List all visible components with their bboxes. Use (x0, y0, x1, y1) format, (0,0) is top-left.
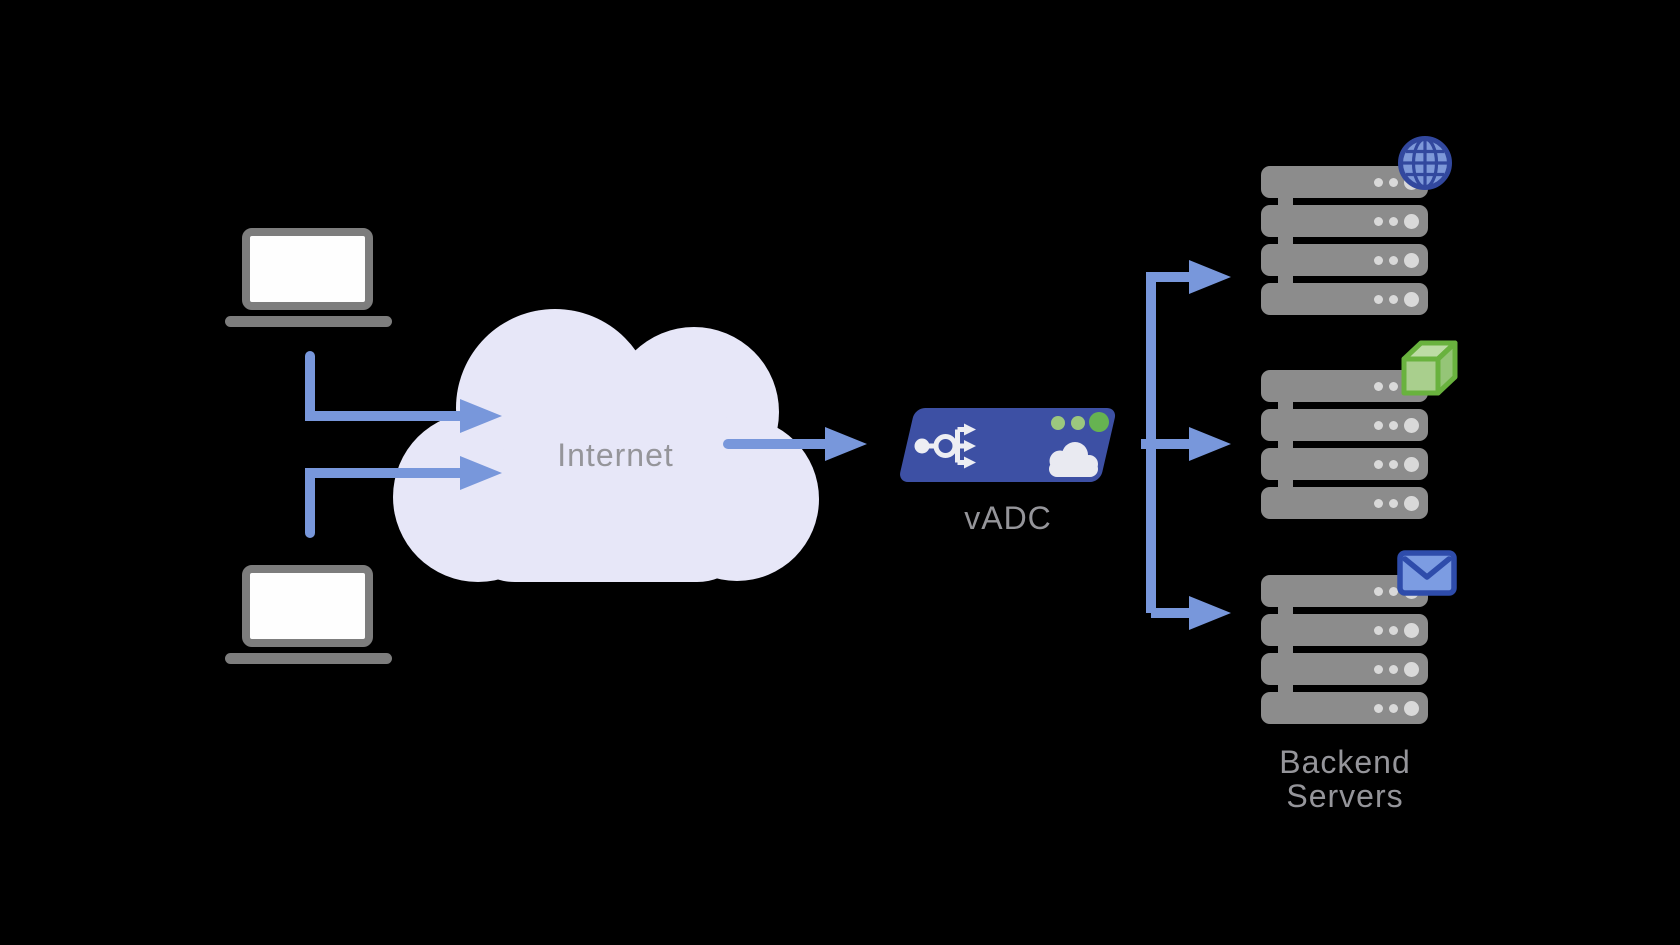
led-dot (1374, 294, 1383, 304)
led-dot (1404, 456, 1419, 472)
led-dot (1389, 498, 1398, 508)
led-dot (1374, 703, 1383, 713)
laptop-screen (242, 565, 373, 647)
led-dot (1404, 700, 1419, 716)
led-dot (1389, 381, 1398, 391)
led-dot (1374, 255, 1383, 265)
server-slab (1261, 409, 1428, 441)
led-dot (1389, 255, 1398, 265)
laptop-base (225, 316, 392, 327)
server-slab (1261, 653, 1428, 685)
server-slab (1261, 166, 1428, 198)
internet-to-vadc-arrow (723, 427, 867, 461)
distribution-trunk (1146, 272, 1189, 613)
led-dot (1404, 417, 1419, 433)
backend-servers-label: Backend Servers (1245, 745, 1445, 813)
led-dot (1389, 459, 1398, 469)
branch-arrowhead-top (1189, 260, 1231, 294)
client1-to-internet-arrow (305, 351, 502, 433)
led-dot (1389, 625, 1398, 635)
server-slab (1261, 487, 1428, 519)
backend-label-line1: Backend (1279, 744, 1411, 780)
vadc-distribution-lines (1141, 260, 1231, 630)
led-dot (1374, 664, 1383, 674)
led-dot (1404, 291, 1419, 307)
led-dot (1374, 216, 1383, 226)
server-stack-web (1261, 166, 1428, 315)
server-slab (1261, 614, 1428, 646)
branch-arrowhead-middle (1189, 427, 1231, 461)
laptop-screen (242, 228, 373, 310)
server-stack-app (1261, 370, 1428, 519)
led-dot (1374, 625, 1383, 635)
server-slab (1261, 244, 1428, 276)
led-dot (1374, 498, 1383, 508)
led-dot (1389, 420, 1398, 430)
led-dot (1404, 174, 1419, 190)
led-dot (1374, 459, 1383, 469)
led-dot (1374, 420, 1383, 430)
led-dot (1404, 622, 1419, 638)
server-slab (1261, 205, 1428, 237)
vadc-label: vADC (964, 500, 1052, 536)
client-laptop-1 (225, 228, 392, 327)
server-slab (1261, 575, 1428, 607)
server-slab (1261, 283, 1428, 315)
led-dot (1389, 586, 1398, 596)
client2-to-internet-arrow (305, 456, 502, 538)
led-dot (1389, 703, 1398, 713)
client-laptop-2 (225, 565, 392, 664)
server-slab (1261, 448, 1428, 480)
led-dot (1389, 664, 1398, 674)
led-dot (1404, 252, 1419, 268)
internet-label: Internet (557, 437, 674, 473)
vadc-appliance (898, 408, 1118, 482)
led-dot (1374, 586, 1383, 596)
server-stack-mail (1261, 575, 1428, 724)
led-dot (1404, 661, 1419, 677)
led-dot (1374, 381, 1383, 391)
led-dot (1389, 294, 1398, 304)
led-dot (1404, 495, 1419, 511)
backend-label-line2: Servers (1286, 778, 1404, 814)
led-dot (1404, 378, 1419, 394)
led-dot (1389, 216, 1398, 226)
laptop-base (225, 653, 392, 664)
server-slab (1261, 370, 1428, 402)
led-dot (1404, 583, 1419, 599)
server-slab (1261, 692, 1428, 724)
led-dot (1404, 213, 1419, 229)
branch-arrowhead-bottom (1189, 596, 1231, 630)
led-dot (1389, 177, 1398, 187)
led-dot (1374, 177, 1383, 187)
